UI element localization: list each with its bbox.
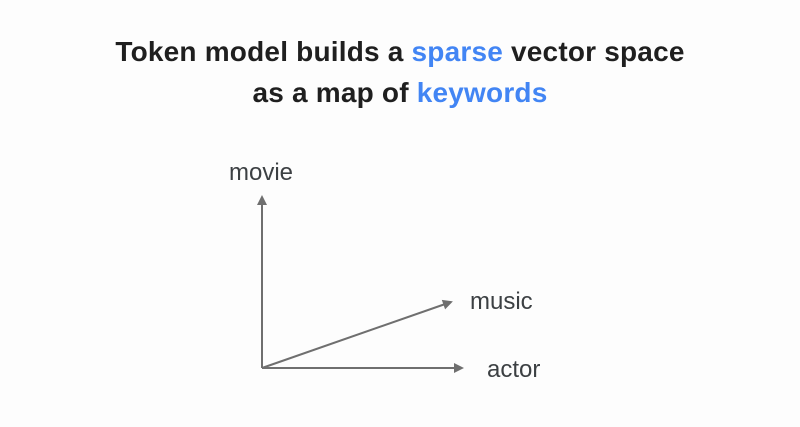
title-highlight-sparse: sparse [411, 36, 504, 67]
movie-axis-label: movie [229, 159, 293, 186]
title-line-1-trail: vector space [503, 36, 685, 67]
title-highlight-keywords: keywords [416, 77, 548, 108]
title-line-1-lead: Token model builds a [115, 36, 412, 67]
title-line-1: Token model builds a sparse vector space [0, 31, 800, 72]
title-line-2: as a map of keywords [0, 72, 800, 113]
actor-axis-label: actor [487, 356, 540, 383]
title-line-2-lead: as a map of [252, 77, 417, 108]
page-title: Token model builds a sparse vector space… [0, 31, 800, 113]
music-vector-label: music [470, 288, 533, 315]
music-vector-arrow [261, 299, 453, 369]
